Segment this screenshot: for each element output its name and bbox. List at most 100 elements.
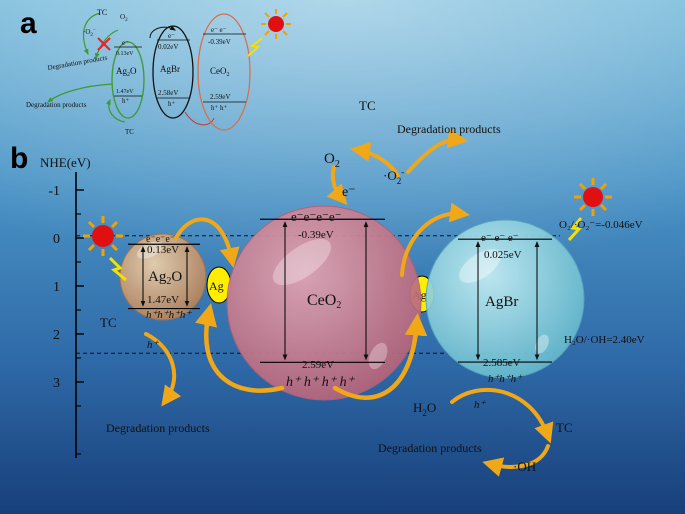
arrow-tc-left (144, 332, 182, 407)
svg-text:Ag2O: Ag2O (116, 66, 137, 78)
ceo2-vb-label: 2.59eV (302, 359, 334, 371)
a-green-arrow-3 (47, 83, 113, 103)
agbr-particle (425, 219, 585, 379)
agbr-electrons: e⁻ e⁻ e⁻ (481, 232, 519, 244)
tc-top-label: TC (359, 98, 376, 113)
axis-ticks: -1 0 1 2 3 (48, 184, 84, 455)
a-ag2o-electron: e⁻ (122, 39, 129, 47)
b-sun-icon-right (574, 178, 612, 216)
ag2o-particle (119, 233, 207, 321)
a-green-arrow-2 (95, 29, 119, 60)
a-degradation-2: Degradation products (26, 101, 87, 109)
a-ceo2-ellipse (197, 13, 251, 131)
a-ag2o-name: Ag (116, 66, 127, 76)
charge-transfer-arrows (144, 128, 554, 477)
axis-tick-label: 1 (53, 280, 60, 295)
b-sun-icon-left (83, 216, 123, 256)
a-agbr-electron: e⁻ (168, 32, 175, 40)
axis-tick-label: 3 (53, 376, 60, 391)
degradation-right-label: Degradation products (378, 441, 482, 455)
arrow-to-degradation-top (406, 128, 468, 174)
a-ceo2-name: CeO (210, 66, 227, 76)
o2-label: O (324, 151, 335, 167)
arrow-agbr-to-ag (400, 202, 470, 277)
ceo2-holes: h⁺ h⁺ h⁺ h⁺ (286, 375, 356, 390)
a-ceo2-electrons: e⁻ e⁻ (211, 26, 227, 34)
b-light-bolt-right (567, 217, 583, 242)
a-ag2o-vb: 1.47eV (116, 89, 134, 95)
svg-text:O2: O2 (120, 13, 128, 23)
arrow-to-tc-top (350, 141, 400, 178)
a-agbr-vb: 2.58eV (158, 89, 178, 97)
ag-label-left: Ag (209, 279, 224, 293)
a-tc-bottom: TC (125, 128, 134, 136)
oh-radical-label: ·OH (513, 459, 536, 474)
svg-text:CeO2: CeO2 (307, 292, 341, 311)
b-light-bolt-left (108, 256, 127, 282)
a-green-arrow-4 (105, 98, 126, 123)
ceo2-electrons: e⁻e⁻e⁻e⁻ (291, 209, 342, 224)
tc-right-label: TC (556, 420, 573, 435)
a-electron-transfer-arrow (149, 25, 177, 39)
tc-left-label: TC (100, 315, 117, 330)
svg-text:H2O: H2O (413, 400, 436, 418)
a-light-bolt (247, 37, 263, 57)
panel-a-label: a (20, 7, 37, 40)
ceo2-cb-label: -0.39eV (298, 229, 334, 241)
arrow-ceo2-holes-left (195, 303, 285, 393)
ag2o-vb-label: 1.47eV (147, 294, 179, 306)
agbr-name: AgBr (485, 294, 518, 310)
axis-tick-label: -1 (48, 184, 60, 199)
a-green-arrow-1 (82, 12, 101, 56)
panel-b-label: b (10, 142, 28, 175)
ag2o-name: Ag (148, 269, 167, 285)
a-o2-radical: ·O (83, 28, 90, 36)
degradation-left-label: Degradation products (106, 421, 210, 435)
o2-radical-label: ·O (383, 168, 397, 183)
agbr-cb-label: 0.025eV (484, 249, 522, 261)
ceo2-name: CeO (307, 292, 336, 309)
a-agbr-cb: 0.02eV (158, 43, 178, 51)
e-minus-label: e⁻ (342, 185, 356, 200)
axis-tick-label: 0 (53, 232, 60, 247)
degradation-top-label: Degradation products (397, 122, 501, 136)
a-agbr-hole: h⁺ (168, 100, 176, 108)
a-agbr-ellipse (152, 25, 194, 119)
arrow-ag2o-to-ag (174, 217, 240, 268)
a-forbidden-cross (97, 37, 111, 51)
h2o-label: H (413, 400, 422, 415)
agbr-vb-label: 2.585eV (483, 357, 521, 369)
ceo2-particle (226, 205, 422, 401)
h-plus-left-label: h⁺ (147, 339, 160, 351)
energy-axis: NHE(eV) -1 0 1 2 3 (40, 155, 91, 458)
oh-redox-label: H₂O/·OH=2.40eV (564, 334, 645, 346)
svg-text:·O2−: ·O2− (83, 28, 96, 38)
a-agbr-name: AgBr (160, 64, 180, 74)
arrow-h2o (450, 387, 554, 444)
a-ceo2-holes: h⁺ h⁺ (211, 104, 227, 112)
a-tc-top: TC (97, 8, 107, 17)
a-ag2o-cb: 0.13eV (116, 51, 134, 57)
svg-text:O2: O2 (324, 151, 340, 170)
a-hole-transfer-arrow (184, 111, 215, 126)
axis-tick-label: 2 (53, 328, 60, 343)
a-o2: O (120, 13, 125, 21)
axis-title: NHE(eV) (40, 155, 91, 170)
ag2o-cb-label: 0.13eV (147, 244, 179, 256)
arrow-o2-down (326, 165, 348, 205)
a-ceo2-cb: -0.39eV (208, 38, 231, 46)
ag2o-holes: h⁺h⁺h⁺h⁺ (146, 309, 192, 321)
svg-text:CeO2: CeO2 (210, 66, 230, 78)
svg-text:Ag2O: Ag2O (148, 269, 182, 287)
a-sun-icon (261, 9, 291, 39)
agbr-holes: h⁺h⁺h⁺ (488, 373, 523, 385)
a-ceo2-vb: 2.59eV (210, 93, 230, 101)
arrow-ceo2-holes-right (332, 313, 428, 400)
a-ag2o-hole: h⁺ (122, 97, 130, 105)
o2-redox-label: O₂/·O₂⁻=-0.046eV (559, 219, 643, 231)
ag2o-electrons: e⁻e⁻e⁻ (146, 234, 175, 245)
a-ag2o-ellipse (111, 41, 145, 119)
arrow-tc-right (482, 444, 550, 477)
